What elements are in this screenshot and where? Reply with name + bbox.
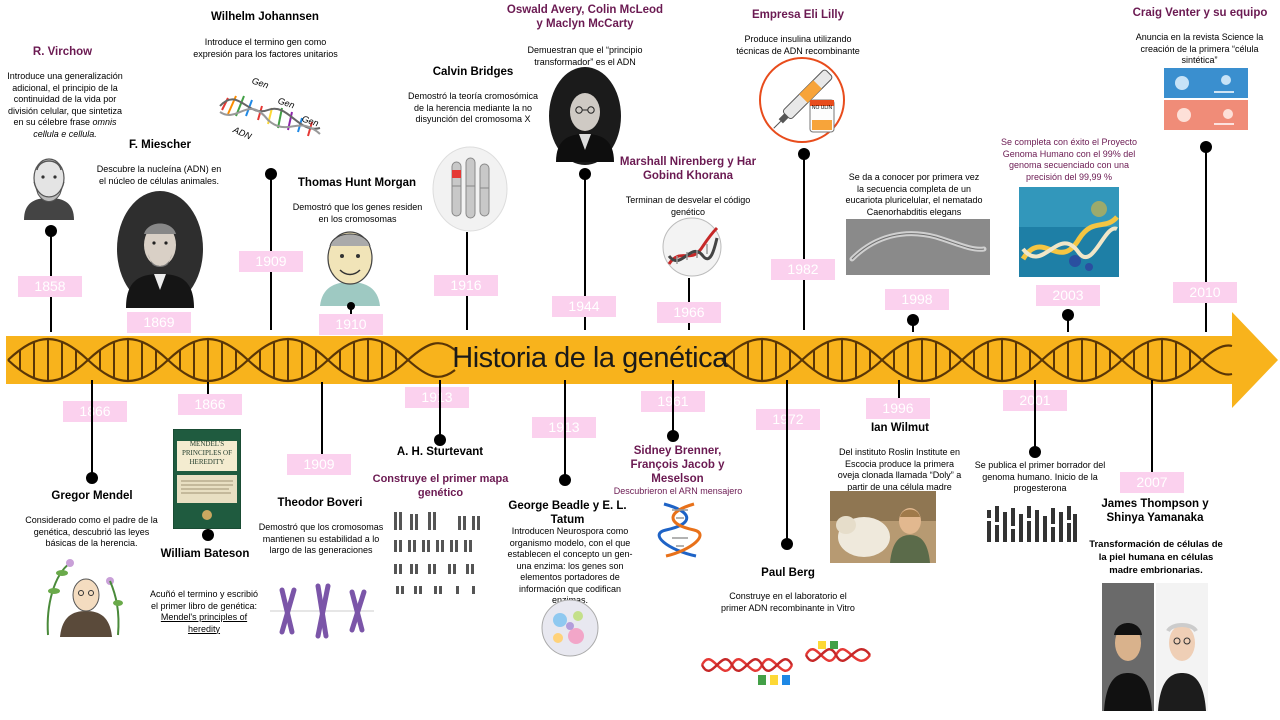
wilmut-year: 1996 <box>866 398 930 419</box>
johannsen-name: Wilhelm Johannsen <box>195 10 335 24</box>
bateson-cover-title: MENDEL'S PRINCIPLES OF HEREDITY <box>177 440 237 467</box>
mendel-illustration <box>40 555 126 637</box>
berg-name: Paul Berg <box>748 566 828 580</box>
boveri-year: 1909 <box>287 454 351 475</box>
morgan-caricature <box>316 226 384 306</box>
borrador-line <box>1034 380 1036 452</box>
venter-year: 2010 <box>1173 282 1237 303</box>
venter-cells-image <box>1164 68 1248 130</box>
mendel-year: 1866 <box>63 401 127 422</box>
sturtevant-year: 1913 <box>405 387 469 408</box>
brenner-line <box>672 380 674 436</box>
borrador-chromosome-bands <box>985 502 1079 546</box>
thompson-portraits <box>1102 583 1208 711</box>
sturtevant-line <box>439 380 441 440</box>
morgan-name: Thomas Hunt Morgan <box>292 176 422 190</box>
nirenberg-desc: Terminan de desvelar el código genético <box>618 195 758 218</box>
brenner-rna-image <box>654 500 706 560</box>
miescher-name: F. Miescher <box>110 138 210 152</box>
bridges-year: 1916 <box>434 275 498 296</box>
sturtevant-name: A. H. Sturtevant <box>385 445 495 459</box>
bateson-line <box>207 382 209 394</box>
avery-name: Oswald Avery, Colin McLeod y Maclyn McCa… <box>505 3 665 31</box>
beadle-dot <box>559 474 571 486</box>
virchow-name: R. Virchow <box>5 45 120 59</box>
berg-recombinant-dna-image <box>698 635 876 695</box>
mendel-desc: Considerado como el padre de la genética… <box>25 515 158 550</box>
avery-year: 1944 <box>552 296 616 317</box>
bateson-year: 1866 <box>178 394 242 415</box>
avery-portrait <box>548 66 622 166</box>
miescher-year: 1869 <box>127 312 191 333</box>
lilly-desc: Produce insulina utilizando técnicas de … <box>733 34 863 57</box>
sturtevant-karyotype-image <box>388 508 486 600</box>
wilmut-dolly-photo <box>830 491 936 563</box>
boveri-chromosomes-image <box>270 582 374 640</box>
hgp-year: 2003 <box>1036 285 1100 306</box>
borrador-dot <box>1029 446 1041 458</box>
beadle-desc: Introducen Neurospora como organismo mod… <box>500 526 640 607</box>
mendel-line <box>91 380 93 478</box>
berg-dot <box>781 538 793 550</box>
elegans-worm-image <box>846 219 990 275</box>
thompson-desc: Transformación de células de la piel hum… <box>1088 538 1224 577</box>
berg-desc: Construye en el laboratorio el primer AD… <box>718 591 858 614</box>
thompson-line <box>1151 380 1153 472</box>
berg-year: 1972 <box>756 409 820 430</box>
beadle-name: George Beadle y E. L. Tatum <box>495 499 640 527</box>
miescher-portrait <box>116 190 204 308</box>
lilly-year: 1982 <box>771 259 835 280</box>
bridges-desc: Demostró la teoría cromosómica de la her… <box>404 91 542 126</box>
morgan-year: 1910 <box>319 314 383 335</box>
mendel-dot <box>86 472 98 484</box>
wilmut-desc: Del instituto Roslin Institute en Escoci… <box>833 447 966 493</box>
hgp-genome-image <box>1019 187 1119 277</box>
brenner-name: Sidney Brenner, François Jacob y Meselso… <box>610 444 745 486</box>
borrador-desc: Se publica el primer borrador del genoma… <box>972 460 1108 495</box>
lilly-line <box>803 154 805 330</box>
elegans-line <box>912 320 914 332</box>
sturtevant-desc: Construye el primer mapa genético <box>372 472 509 500</box>
boveri-desc: Demostró que los cromosomas mantienen su… <box>255 522 387 557</box>
nirenberg-name: Marshall Nirenberg y Har Gobind Khorana <box>618 155 758 183</box>
timeline-title: Historia de la genética <box>420 340 760 376</box>
lilly-name: Empresa Eli Lilly <box>740 8 856 22</box>
venter-name: Craig Venter y su equipo <box>1130 6 1270 20</box>
miescher-desc: Descubre la nucleína (ADN) en el núcleo … <box>93 164 225 187</box>
thompson-name: James Thompson y Shinya Yamanaka <box>1090 497 1220 525</box>
nirenberg-year: 1966 <box>657 302 721 323</box>
elegans-desc: Se da a conocer por primera vez la secue… <box>845 172 983 218</box>
brenner-desc: Descubrieron el ARN mensajero <box>608 486 748 498</box>
hgp-line <box>1067 315 1069 332</box>
brenner-dot <box>667 430 679 442</box>
hgp-desc: Se completa con éxito el Proyecto Genoma… <box>1000 137 1138 183</box>
beadle-line <box>564 380 566 480</box>
bridges-chromosome-image <box>432 146 508 232</box>
venter-line <box>1205 147 1207 332</box>
bateson-desc: Acuñó el termino y escribió el primer li… <box>148 589 260 635</box>
virchow-portrait <box>16 148 82 220</box>
berg-line <box>786 380 788 544</box>
mendel-name: Gregor Mendel <box>42 489 142 503</box>
boveri-name: Theodor Boveri <box>270 496 370 510</box>
bateson-name: William Bateson <box>150 547 260 561</box>
thompson-year: 2007 <box>1120 472 1184 493</box>
wilmut-line <box>898 380 900 398</box>
lilly-vial-label: NO ULIN <box>810 105 834 111</box>
nirenberg-dna-image <box>661 216 723 278</box>
bateson-dot <box>202 529 214 541</box>
elegans-year: 1998 <box>885 289 949 310</box>
johannsen-desc: Introduce el termino gen como expresión … <box>193 37 338 60</box>
virchow-year: 1858 <box>18 276 82 297</box>
boveri-line <box>321 382 323 454</box>
johannsen-year: 1909 <box>239 251 303 272</box>
virchow-desc: Introduce una generalización adicional, … <box>2 71 128 140</box>
beadle-neurospora-image <box>540 598 600 658</box>
avery-desc: Demuestran que el “principio transformad… <box>515 45 655 68</box>
lilly-insulin-image <box>758 56 846 144</box>
morgan-desc: Demostró que los genes residen en los cr… <box>290 202 425 225</box>
wilmut-name: Ian Wilmut <box>858 421 942 435</box>
venter-desc: Anuncia en la revista Science la creació… <box>1132 32 1267 67</box>
